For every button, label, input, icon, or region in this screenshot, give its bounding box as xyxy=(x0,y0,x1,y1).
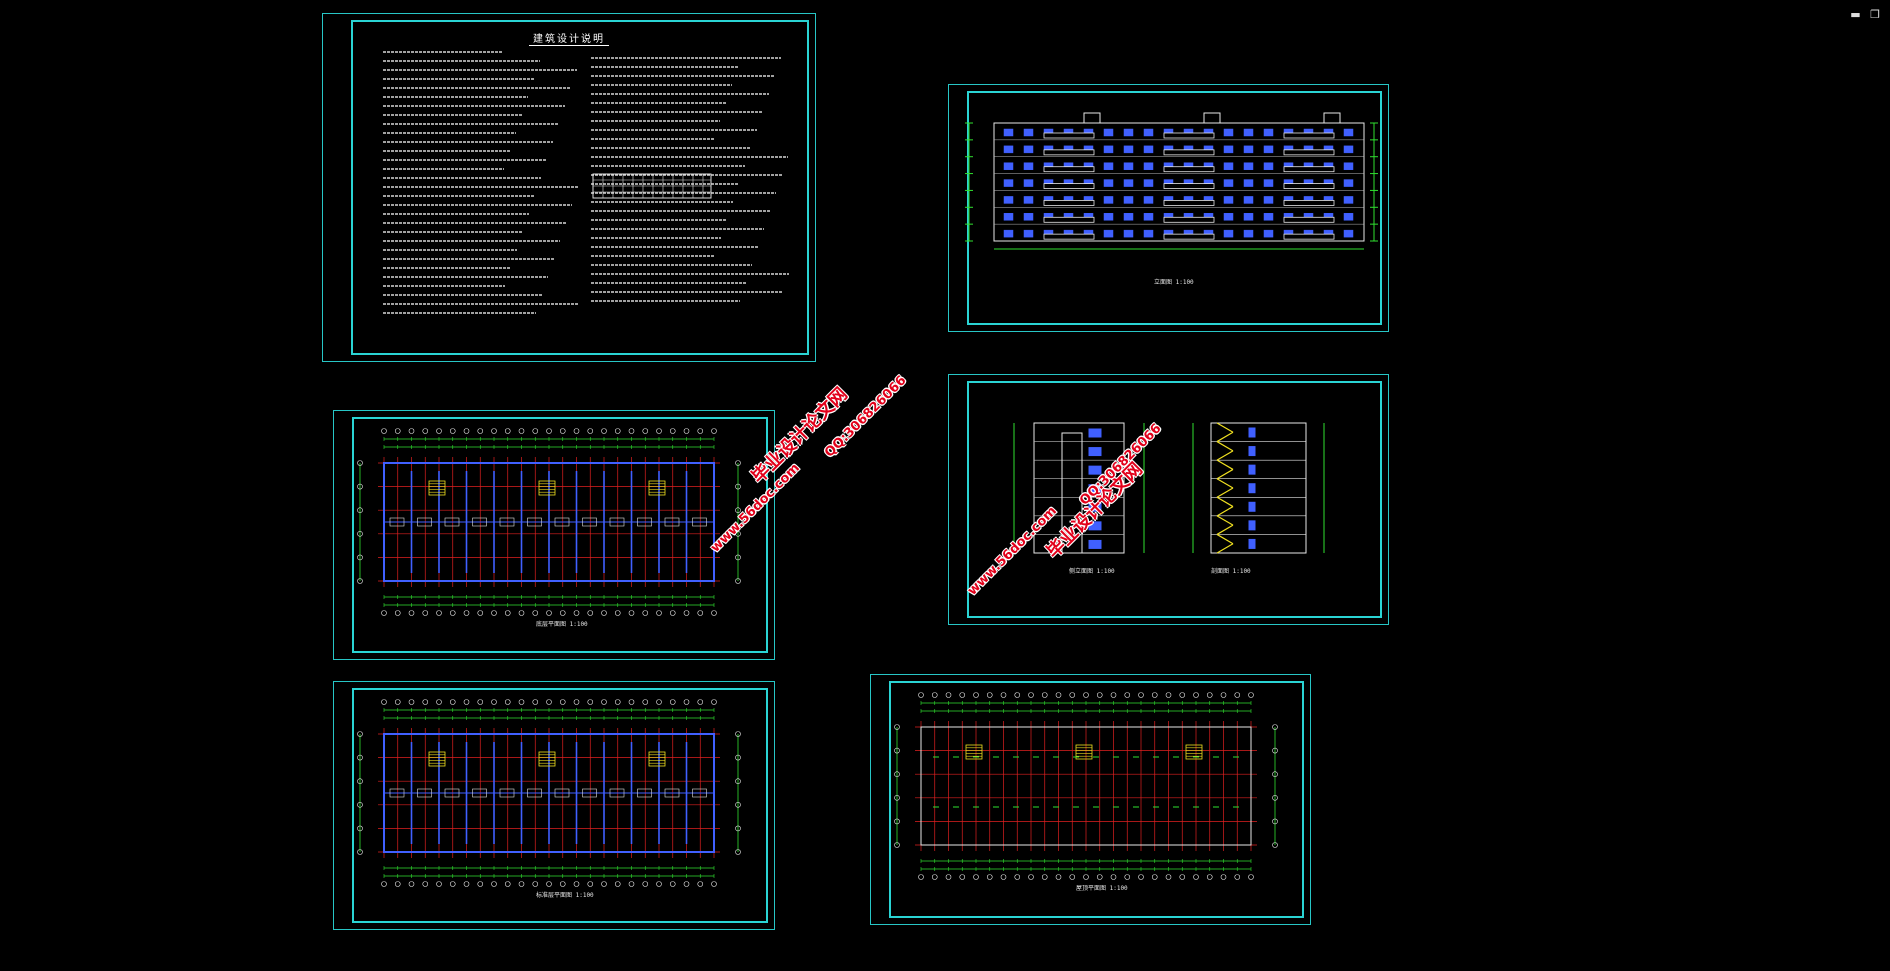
ground-plan-inner-frame xyxy=(352,417,768,653)
front-elevation-sheet[interactable]: 立面图 1:100 xyxy=(948,84,1389,332)
section-drawing xyxy=(1013,422,1325,554)
ground-plan-drawing xyxy=(357,428,741,616)
typical-plan-drawing xyxy=(357,699,741,887)
window-controls: ▬ ❐ xyxy=(1850,8,1880,21)
typical-plan-sheet[interactable]: 标准层平面图 1:100 xyxy=(333,681,775,930)
notes-text-block xyxy=(383,51,789,314)
typical-plan-inner-frame xyxy=(352,688,768,923)
section-caption: 剖面图 1:100 xyxy=(1211,568,1251,575)
restore-icon[interactable]: ❐ xyxy=(1870,8,1880,21)
typical-plan-caption: 标准层平面图 1:100 xyxy=(536,892,594,899)
roof-plan-caption: 屋顶平面图 1:100 xyxy=(1076,885,1128,892)
roof-plan-sheet[interactable]: 屋顶平面图 1:100 xyxy=(870,674,1311,925)
ground-plan-sheet[interactable]: 底层平面图 1:100 xyxy=(333,410,775,660)
section-inner-frame xyxy=(967,381,1382,618)
side-elevation-caption: 侧立面图 1:100 xyxy=(1069,568,1115,575)
minimize-icon[interactable]: ▬ xyxy=(1850,8,1861,21)
section-sheet[interactable]: 侧立面图 1:100 剖面图 1:100 xyxy=(948,374,1389,625)
ground-plan-caption: 底层平面图 1:100 xyxy=(536,621,588,628)
elevation-drawing xyxy=(965,112,1378,250)
notes-title: 建筑设计说明 xyxy=(323,30,815,46)
roof-plan-inner-frame xyxy=(889,681,1304,918)
design-notes-sheet[interactable]: 建筑设计说明 xyxy=(322,13,816,362)
elevation-caption: 立面图 1:100 xyxy=(1154,279,1194,286)
roof-plan-drawing xyxy=(894,692,1278,880)
elevation-inner-frame xyxy=(967,91,1382,325)
notes-inner-frame xyxy=(351,20,809,355)
